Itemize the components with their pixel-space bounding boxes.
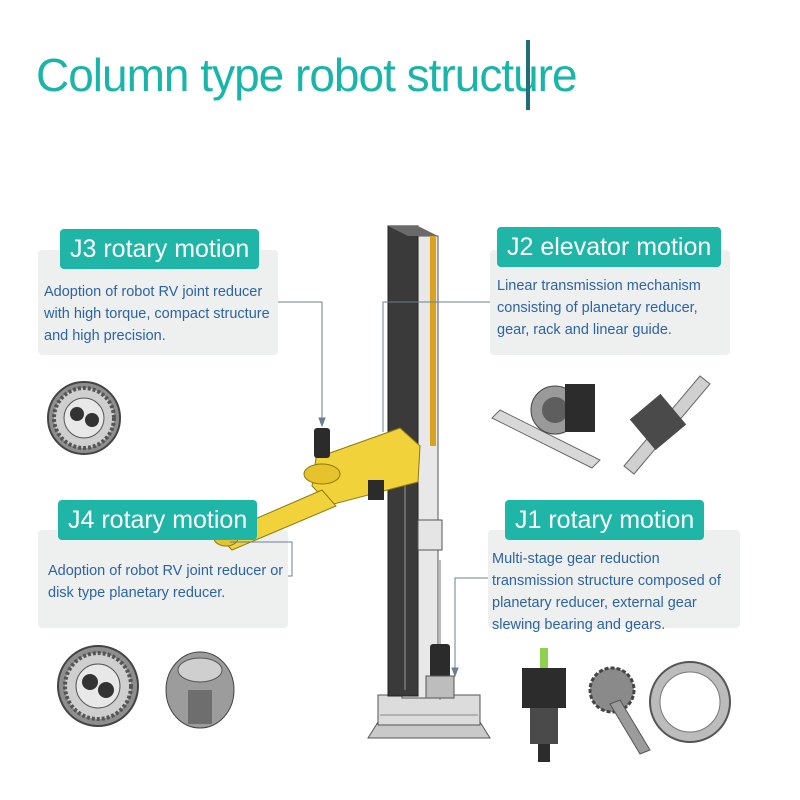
disk-planetary-reducer-icon xyxy=(165,651,235,729)
slewing-bearing-icon xyxy=(649,661,731,743)
leader-lines xyxy=(230,301,490,678)
j3-description: Adoption of robot RV joint reducer with … xyxy=(44,284,270,344)
pinion-gear-shaft-icon xyxy=(588,666,651,755)
linear-guide-icon xyxy=(623,375,711,475)
carriage-block xyxy=(417,519,443,551)
j4-description: Adoption of robot RV joint reducer or di… xyxy=(48,563,284,601)
j2-description: Linear transmission mechanism consisting… xyxy=(497,278,701,338)
j2-description-box xyxy=(490,250,730,355)
j3-motor xyxy=(314,428,330,458)
column-base xyxy=(367,694,491,739)
j1-motor xyxy=(425,644,455,699)
j4-rv-reducer-icon xyxy=(57,645,139,727)
geared-planetary-reducer-icon xyxy=(522,648,566,762)
rv-reducer-icon xyxy=(47,381,121,455)
j4-description-box xyxy=(38,530,288,628)
j1-description-box xyxy=(488,530,740,628)
page-title: Column type robot structure xyxy=(36,49,578,101)
j4-heading-badge: J4 rotary motion xyxy=(58,500,258,540)
planetary-reducer-rack-icon xyxy=(491,384,601,469)
j1-heading-badge: J1 rotary motion xyxy=(505,500,705,540)
j1-description: Multi-stage gear reduction transmission … xyxy=(492,551,721,633)
j3-heading-badge: J3 rotary motion xyxy=(60,229,260,269)
j2-heading-badge: J2 elevator motion xyxy=(497,227,722,267)
text-cursor xyxy=(526,40,530,110)
